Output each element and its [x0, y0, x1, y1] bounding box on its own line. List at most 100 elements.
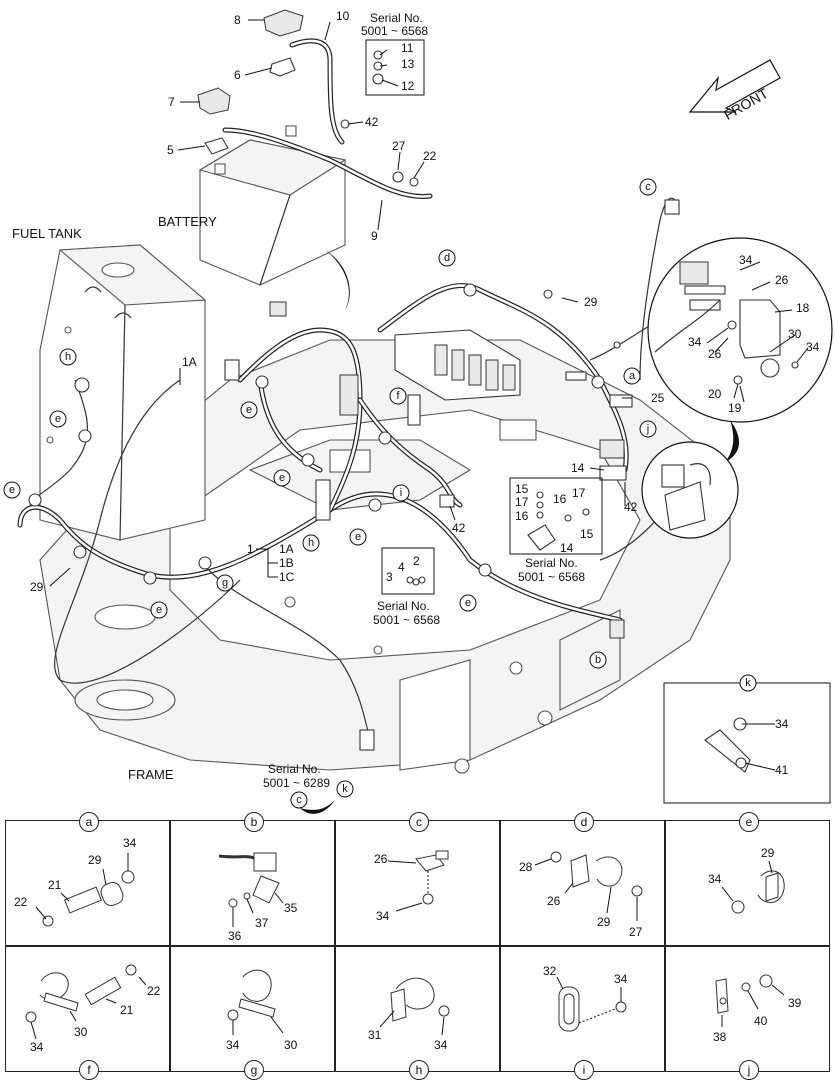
pn-41: 41: [775, 763, 789, 777]
detail-a-29: 29: [88, 853, 102, 867]
detail-e-29: 29: [761, 846, 775, 860]
callout-f[interactable]: f: [389, 387, 407, 405]
pn-34-k: 34: [775, 717, 789, 731]
pn-25: 25: [651, 391, 665, 405]
serial-14-17-title: Serial No.: [525, 556, 578, 570]
detail-b-37: 37: [255, 916, 269, 930]
detail-a-tag: a: [79, 812, 99, 832]
pn-17-a: 17: [515, 495, 529, 509]
detail-g-34: 34: [226, 1038, 240, 1052]
detail-f: 22 21 30 34 f: [5, 946, 170, 1080]
detail-a: 29 34 22 21 a: [5, 812, 170, 946]
serial-top-range: 5001 ~ 6568: [361, 24, 428, 38]
svg-text:i: i: [400, 487, 402, 499]
detail-c-34: 34: [376, 909, 390, 923]
svg-text:e: e: [465, 597, 471, 609]
detail-f-30: 30: [74, 1025, 88, 1039]
serial-14-17-range: 5001 ~ 6568: [518, 570, 585, 584]
detail-j: 39 40 38 j: [665, 946, 830, 1080]
callout-e-4[interactable]: e: [273, 469, 291, 487]
svg-text:e: e: [9, 484, 15, 496]
callout-e-2[interactable]: e: [49, 410, 67, 428]
svg-text:f: f: [396, 390, 400, 402]
pn-26-a: 26: [775, 273, 789, 287]
swing-ring-hole: [94, 604, 156, 630]
detail-arrow-j: [725, 420, 740, 462]
callout-k-box[interactable]: k: [739, 674, 757, 692]
callout-k[interactable]: k: [336, 780, 354, 798]
pn-16-a: 16: [515, 509, 529, 523]
label-fuel-tank: FUEL TANK: [12, 226, 82, 241]
detail-d-26: 26: [547, 894, 561, 908]
pn-1: 1: [247, 542, 254, 556]
serial-bottom-range: 5001 ~ 6289: [263, 776, 330, 790]
pn-14-a: 14: [571, 461, 585, 475]
detail-i-32: 32: [543, 964, 557, 978]
detail-a-21: 21: [48, 878, 62, 892]
detail-callouts: a b c c d e e e e e e e f g h h i j k k: [3, 178, 757, 809]
callout-e-3[interactable]: e: [3, 481, 21, 499]
svg-text:b: b: [595, 654, 601, 666]
pn-15-b: 15: [580, 527, 594, 541]
callout-e-1[interactable]: e: [240, 401, 258, 419]
detail-e-34: 34: [708, 872, 722, 886]
leader-lines: [49, 19, 809, 771]
detail-h-34: 34: [434, 1038, 448, 1052]
detail-d-tag: d: [574, 812, 594, 832]
label-frame: FRAME: [128, 767, 174, 782]
pn-10: 10: [336, 9, 350, 23]
serial-top-box: [365, 39, 425, 96]
detail-b: 35 37 36 b: [170, 812, 335, 946]
detail-d-28: 28: [519, 860, 533, 874]
callout-e-7[interactable]: e: [459, 594, 477, 612]
pn-4: 4: [398, 560, 405, 574]
svg-text:j: j: [646, 423, 649, 435]
pn-16-b: 16: [553, 492, 567, 506]
callout-e-5[interactable]: e: [349, 528, 367, 546]
part-number-labels: 8 10 11 13 12 6 7 42 5 27 22 9 34 26 18 …: [30, 9, 820, 777]
callout-d[interactable]: d: [438, 249, 456, 267]
detail-d-27: 27: [629, 925, 643, 939]
serial-bottom-title: Serial No.: [268, 762, 321, 776]
detail-f-22: 22: [147, 984, 161, 998]
detail-b-35: 35: [284, 901, 298, 915]
pn-17-b: 17: [572, 486, 586, 500]
pn-29-a: 29: [584, 295, 598, 309]
detail-c-tag: c: [409, 812, 429, 832]
callout-a[interactable]: a: [623, 367, 641, 385]
detail-e: 34 29 e: [665, 812, 830, 946]
pn-7: 7: [168, 95, 175, 109]
detail-h-tag: h: [409, 1060, 429, 1080]
detail-i: 32 34 i: [500, 946, 665, 1080]
fuel-tank: [39, 244, 207, 541]
pn-42-center: 42: [452, 521, 466, 535]
callout-h-1[interactable]: h: [59, 348, 77, 366]
detail-b-36: 36: [228, 929, 242, 943]
battery-terminal-parts: [197, 9, 419, 187]
detail-f-tag: f: [79, 1060, 99, 1080]
pn-8: 8: [234, 13, 241, 27]
callout-e-6[interactable]: e: [150, 601, 168, 619]
detail-box-k: [663, 682, 831, 804]
pn-11: 11: [401, 41, 414, 55]
pn-12: 12: [401, 79, 415, 93]
detail-views-grid: 29 34 22 21 a 35 37 36 b: [5, 812, 831, 1080]
svg-text:c: c: [645, 181, 651, 193]
callout-b[interactable]: b: [589, 651, 607, 669]
callout-c-top[interactable]: c: [639, 178, 657, 196]
callout-j[interactable]: j: [639, 420, 657, 438]
pn-34-a: 34: [739, 253, 753, 267]
callout-c-bottom[interactable]: c: [290, 791, 308, 809]
svg-text:e: e: [55, 413, 61, 425]
detail-b-tag: b: [244, 812, 264, 832]
callout-h-2[interactable]: h: [302, 534, 320, 552]
callout-g[interactable]: g: [216, 574, 234, 592]
pn-3: 3: [386, 570, 393, 584]
pn-34-c: 34: [688, 335, 702, 349]
callout-i[interactable]: i: [392, 484, 410, 502]
detail-j-40: 40: [754, 1014, 768, 1028]
pn-34-b: 34: [806, 340, 820, 354]
pn-1B: 1B: [279, 556, 294, 570]
svg-text:e: e: [355, 531, 361, 543]
svg-text:e: e: [246, 404, 252, 416]
